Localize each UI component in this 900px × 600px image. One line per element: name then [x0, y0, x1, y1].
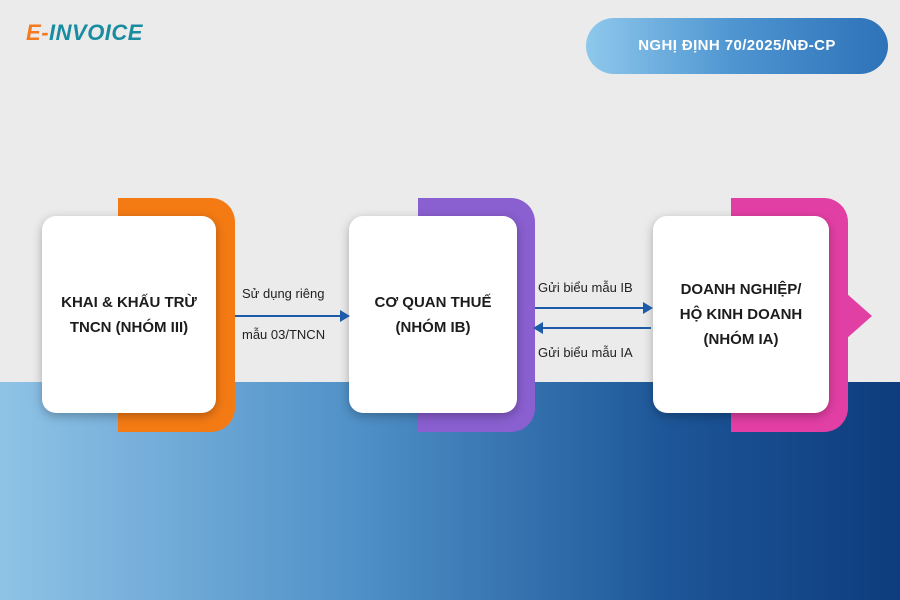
node-2-title: CƠ QUAN THUẾ (NHÓM IB): [374, 293, 492, 336]
node-3-title: DOANH NGHIỆP/ HỘ KINH DOANH (NHÓM IA): [679, 281, 803, 348]
node-1-title: KHAI & KHẤU TRỪ TNCN (NHÓM III): [61, 293, 197, 336]
decree-badge: NGHỊ ĐỊNH 70/2025/NĐ-CP: [586, 18, 888, 74]
edge-2-label: Gửi biểu mẫu IB: [538, 280, 633, 295]
edge-3-label: Gửi biểu mẫu IA: [538, 345, 633, 360]
edge-1-label-top: Sử dụng riêng: [242, 286, 325, 301]
edge-2-arrow: [535, 302, 653, 314]
edge-1-arrow: [235, 310, 350, 322]
edge-1-label-bottom: mẫu 03/TNCN: [242, 327, 326, 342]
node-tax-authority: CƠ QUAN THUẾ (NHÓM IB): [349, 216, 517, 413]
node-business: DOANH NGHIỆP/ HỘ KINH DOANH (NHÓM IA): [653, 216, 829, 413]
node-personal-income-tax: KHAI & KHẤU TRỪ TNCN (NHÓM III): [42, 216, 216, 413]
e-invoice-logo: E-INVOICE: [26, 20, 143, 45]
edge-3-arrow: [533, 322, 651, 334]
node-3-pointer: [846, 293, 872, 339]
